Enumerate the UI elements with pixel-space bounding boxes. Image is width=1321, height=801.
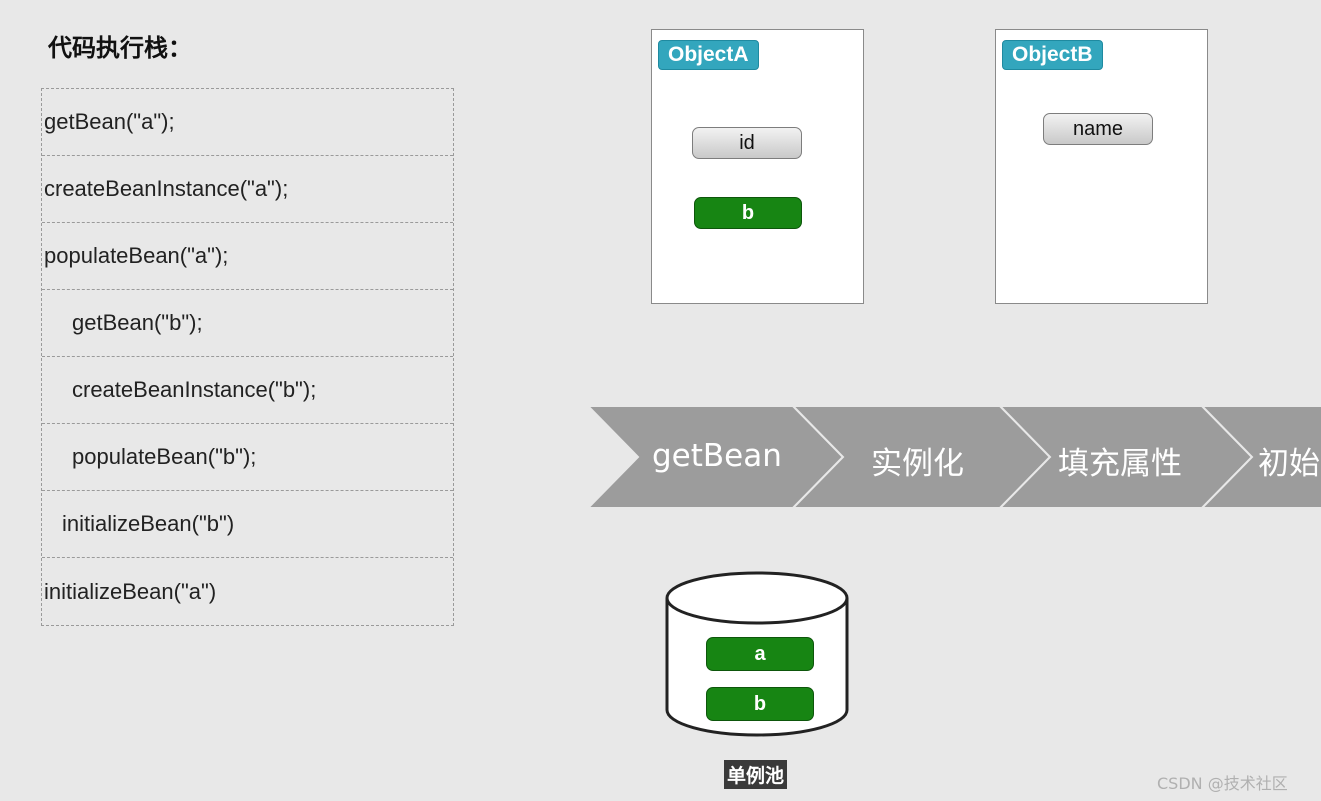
field-id: id [692, 127, 802, 159]
flow-step-shape [1199, 405, 1321, 509]
pool-item-a: a [706, 637, 814, 671]
flow-step-label: 实例化 [871, 446, 964, 482]
stack-row: createBeanInstance("a"); [42, 156, 453, 223]
object-a-box: ObjectA id b [651, 29, 864, 304]
stack-row: initializeBean("a") [44, 578, 217, 604]
flow-step-label: 初始 [1258, 446, 1320, 482]
field-name: name [1043, 113, 1153, 145]
field-b: b [694, 197, 802, 229]
object-b-tag: ObjectB [1002, 40, 1103, 70]
stack-row: getBean("a"); [42, 89, 453, 156]
pool-item-b: b [706, 687, 814, 721]
stack-row: populateBean("a"); [42, 223, 453, 290]
stack-title: 代码执行栈： [48, 34, 192, 62]
stack-row: createBeanInstance("b"); [42, 357, 453, 424]
stack-row: populateBean("b"); [42, 424, 453, 491]
singleton-pool-label: 单例池 [724, 760, 788, 789]
execution-stack: getBean("a"); createBeanInstance("a"); p… [41, 88, 454, 626]
flow-step-label: getBean [652, 438, 782, 474]
watermark: CSDN @技术社区 [1157, 774, 1288, 793]
flow-step-label: 填充属性 [1058, 446, 1182, 482]
object-a-tag: ObjectA [658, 40, 759, 70]
stack-row: getBean("b"); [42, 290, 453, 357]
stack-row: initializeBean("b") [42, 491, 453, 558]
object-b-box: ObjectB name [995, 29, 1208, 304]
